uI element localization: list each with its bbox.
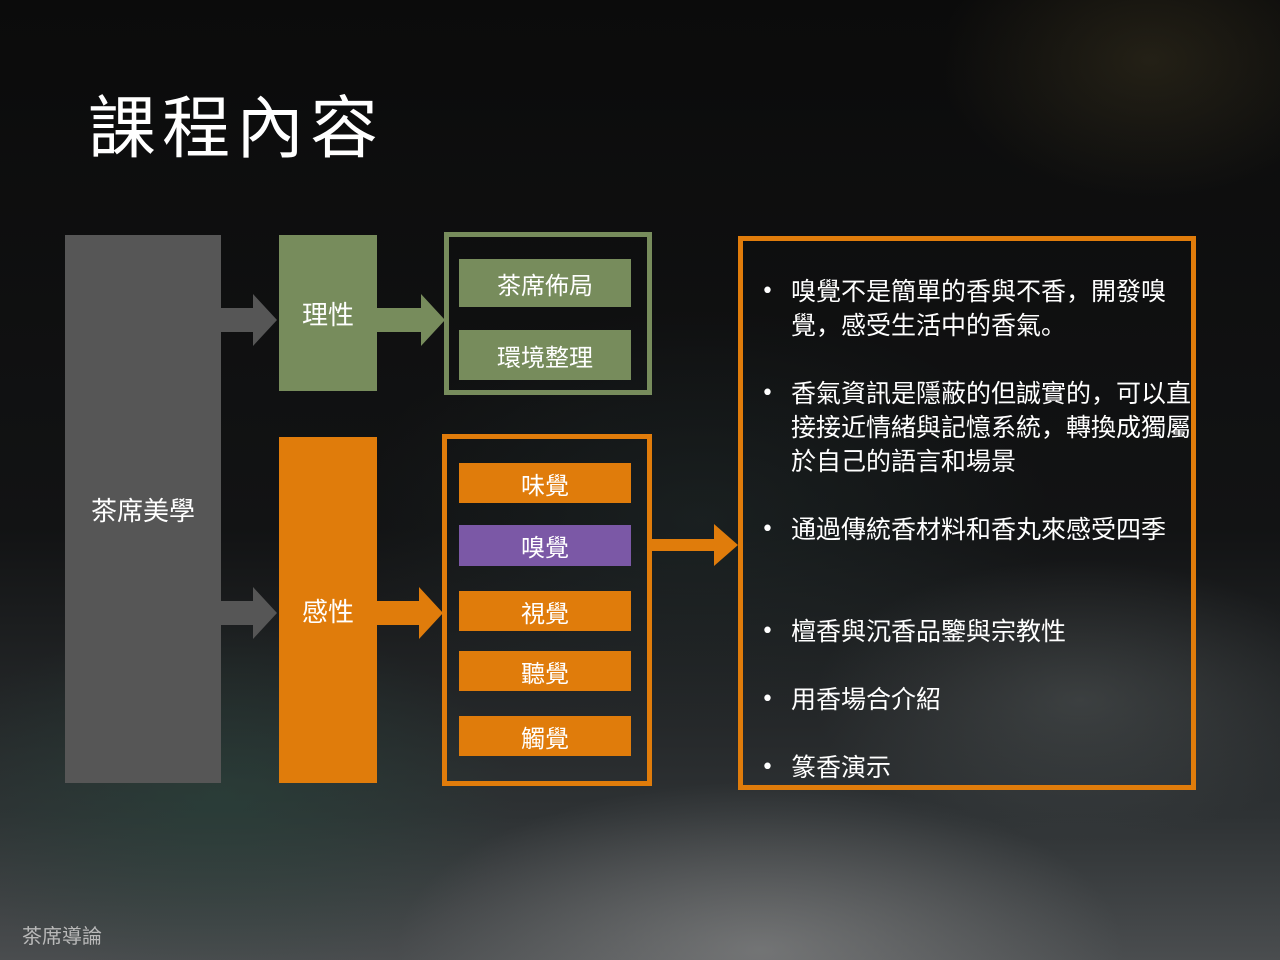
arrow-root-to-rational [221,294,277,346]
item-touch: 觸覺 [459,716,631,756]
arrow-emotional-to-group [377,587,443,639]
emotional-node: 感性 [279,437,377,783]
detail-item: 嗅覺不是簡單的香與不香，開發嗅覺，感受生活中的香氣。 [761,275,1191,343]
smell-details-panel: 嗅覺不是簡單的香與不香，開發嗅覺，感受生活中的香氣。 香氣資訊是隱蔽的但誠實的，… [738,236,1196,790]
emotional-items-group [442,434,652,786]
item-hearing: 聽覺 [459,651,631,691]
detail-item: 篆香演示 [761,751,1191,785]
item-environment: 環境整理 [459,330,631,380]
item-smell: 嗅覺 [459,525,631,566]
arrow-rational-to-group [377,294,445,346]
item-taste: 味覺 [459,463,631,503]
arrow-group-to-details [652,524,738,566]
footer-label: 茶席導論 [22,924,102,948]
detail-item: 通過傳統香材料和香丸來感受四季 [761,513,1191,547]
root-node: 茶席美學 [65,235,221,783]
detail-item: 香氣資訊是隱蔽的但誠實的，可以直接接近情緒與記憶系統，轉換成獨屬於自己的語言和場… [761,377,1191,479]
detail-item: 檀香與沉香品鑒與宗教性 [761,615,1191,649]
arrow-root-to-emotional [221,587,277,639]
detail-item: 用香場合介紹 [761,683,1191,717]
item-sight: 視覺 [459,591,631,631]
rational-items-group [444,232,652,395]
page-title: 課程內容 [88,90,385,169]
rational-node: 理性 [279,235,377,391]
item-tea-layout: 茶席佈局 [459,259,631,307]
